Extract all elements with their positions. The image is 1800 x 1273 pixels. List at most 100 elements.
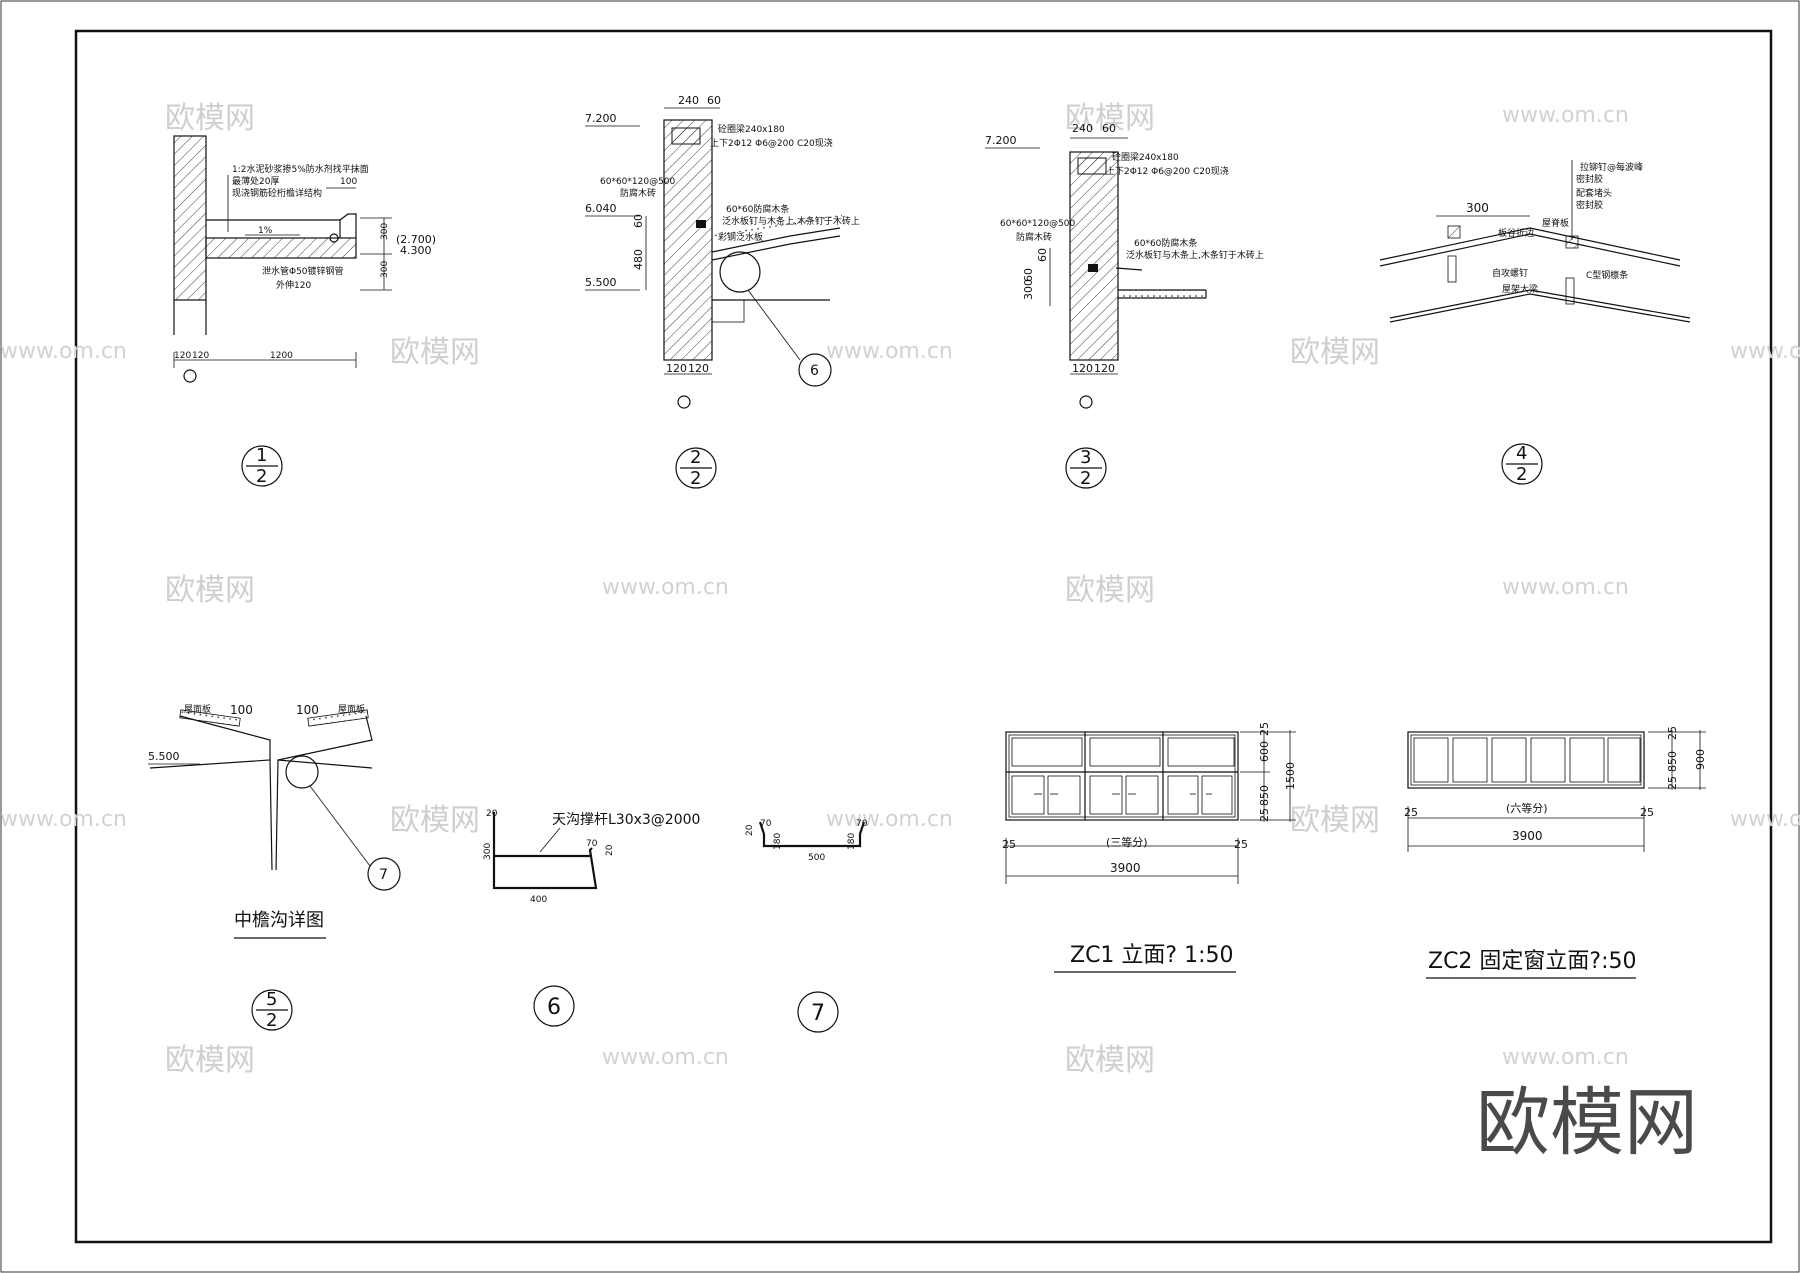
detail-ref: 7: [379, 867, 388, 883]
detail-4: 300 拉铆钉@每波峰 密封胶 配套堵头 密封胶 屋脊板 板谷折边 自攻螺钉 C…: [1379, 160, 1691, 485]
watermark-text: 欧模网: [1065, 573, 1155, 608]
dimension: 180: [773, 833, 783, 850]
dimension: 300: [483, 843, 493, 860]
detail-title: 中檐沟详图: [234, 910, 324, 931]
watermark-url: www.om.cn: [1730, 807, 1800, 832]
watermark-url: www.om.cn: [0, 807, 127, 832]
note: 屋脊板: [1542, 217, 1569, 229]
dimension: 850: [1258, 785, 1271, 806]
dimension: 60: [707, 94, 721, 107]
dimension: 300: [380, 261, 390, 278]
note: 60*60防腐木条: [726, 203, 789, 215]
callout-number: 2: [690, 447, 701, 468]
watermark-text: 欧模网: [1290, 803, 1380, 838]
note: C型钢檩条: [1586, 269, 1628, 281]
callout-number: 1: [256, 445, 267, 466]
watermark-text: 欧模网: [1065, 101, 1155, 136]
watermark-text: 欧模网: [390, 803, 480, 838]
dimension: 60: [1102, 122, 1116, 135]
elevation: (2.700): [396, 233, 436, 246]
dimension: 3900: [1512, 829, 1543, 843]
watermark-text: 欧模网: [390, 335, 480, 370]
detail-6: 天沟撑杆L30x3@2000 20 300 70 20 400 6: [483, 809, 700, 1027]
watermark-url: www.om.cn: [0, 339, 127, 364]
dimension: 400: [530, 895, 547, 905]
callout-sheet: 2: [690, 468, 701, 489]
dimension: 70: [856, 819, 868, 829]
detail-3: 7.200 240 60 60 60 300 砼圈梁240x180 上下2Φ12…: [985, 122, 1264, 489]
elevation-title: ZC1 立面? 1:50: [1070, 943, 1234, 968]
dimension: 120: [688, 362, 709, 375]
zc1-elevation: 25 600 1500 850 25 25 25 (三等分) 3900 ZC1 …: [1002, 722, 1297, 973]
dimension: 100: [340, 177, 357, 187]
pipe-note: 泄水管Φ50镀锌钢管: [262, 265, 344, 277]
watermark-text: 欧模网: [165, 1043, 255, 1078]
watermark-text: 欧模网: [165, 573, 255, 608]
callout-number: 5: [266, 989, 277, 1010]
callout-sheet: 2: [1080, 468, 1091, 489]
dimension: 180: [847, 833, 857, 850]
watermark-url: www.om.cn: [1502, 575, 1629, 600]
dimension: 70: [760, 819, 772, 829]
note: 板谷折边: [1498, 227, 1534, 239]
layer-note: 最薄处20厚: [232, 175, 279, 187]
watermark-url: www.om.cn: [1502, 103, 1629, 128]
elevation: 5.500: [585, 276, 617, 289]
pipe-note: 外伸120: [276, 279, 311, 291]
detail-2: 6 7.200 6.040 5.500 240 60 480 60 砼圈梁240…: [585, 94, 860, 489]
detail-1: 1% 1:2水泥砂浆掺5%防水剂找平抹面 最薄处20厚 现浇钢筋砼桁檐详结构 1…: [173, 135, 436, 487]
elevation: 7.200: [985, 134, 1017, 147]
detail-ref: 6: [810, 363, 819, 379]
note: 防腐木砖: [620, 187, 656, 199]
dimension: 300: [1022, 279, 1035, 300]
note: 砼圈梁240x180: [718, 123, 785, 135]
dimension: 100: [230, 703, 253, 717]
watermark-text: 欧模网: [1290, 335, 1380, 370]
note: 60*60*120@500: [1000, 219, 1076, 229]
dimension: 1500: [1284, 762, 1297, 790]
elevation: 5.500: [148, 750, 180, 763]
note: 天沟撑杆L30x3@2000: [552, 812, 700, 828]
callout-number: 7: [811, 1001, 825, 1026]
dimension: 600: [1258, 741, 1271, 762]
callout-sheet: 2: [266, 1010, 277, 1031]
dimension: 25: [1404, 806, 1418, 819]
watermark-url: www.om.cn: [602, 1045, 729, 1070]
dimension: 25: [1234, 838, 1248, 851]
dimension: 1200: [270, 351, 293, 361]
callout-sheet: 2: [1516, 464, 1527, 485]
dimension: 25: [1002, 838, 1016, 851]
dimension: 60: [1036, 248, 1049, 262]
label: 屋面板: [338, 703, 365, 715]
division-note: (六等分): [1506, 801, 1548, 815]
watermark-url: www.om.cn: [826, 807, 953, 832]
watermark-text: 欧模网: [165, 101, 255, 136]
logo-watermark: 欧模网: [1476, 1080, 1698, 1166]
dimension: 120: [1072, 362, 1093, 375]
layer-note: 1:2水泥砂浆掺5%防水剂找平抹面: [232, 163, 369, 175]
note: 上下2Φ12 Φ6@200 C20现浇: [710, 137, 833, 149]
dimension: 20: [605, 844, 615, 856]
elevation: 6.040: [585, 202, 617, 215]
frame-border: [74, 29, 1773, 1244]
dimension: 120: [1094, 362, 1115, 375]
dimension: 480: [632, 249, 645, 270]
dimension: 240: [1072, 122, 1093, 135]
elevation-title: ZC2 固定窗立面?:50: [1428, 949, 1637, 974]
watermark-url: www.om.cn: [602, 575, 729, 600]
dimension: 60: [632, 214, 645, 228]
dimension: 500: [808, 853, 825, 863]
watermark-url: www.om.cn: [826, 339, 953, 364]
dimension: 25: [1258, 722, 1271, 736]
note: 自攻螺钉: [1492, 267, 1528, 279]
dimension: 100: [296, 703, 319, 717]
dimension: 20: [486, 809, 498, 819]
note: 泛水板钉与木条上,木条钉于木砖上: [722, 215, 860, 227]
callout-number: 3: [1080, 447, 1091, 468]
watermark-url: www.om.cn: [1502, 1045, 1629, 1070]
zc2-elevation: 25 850 900 25 25 25 (六等分) 3900 ZC2 固定窗立面…: [1404, 726, 1707, 979]
note: 砼圈梁240x180: [1112, 151, 1179, 163]
note: 屋架大梁: [1502, 283, 1538, 295]
